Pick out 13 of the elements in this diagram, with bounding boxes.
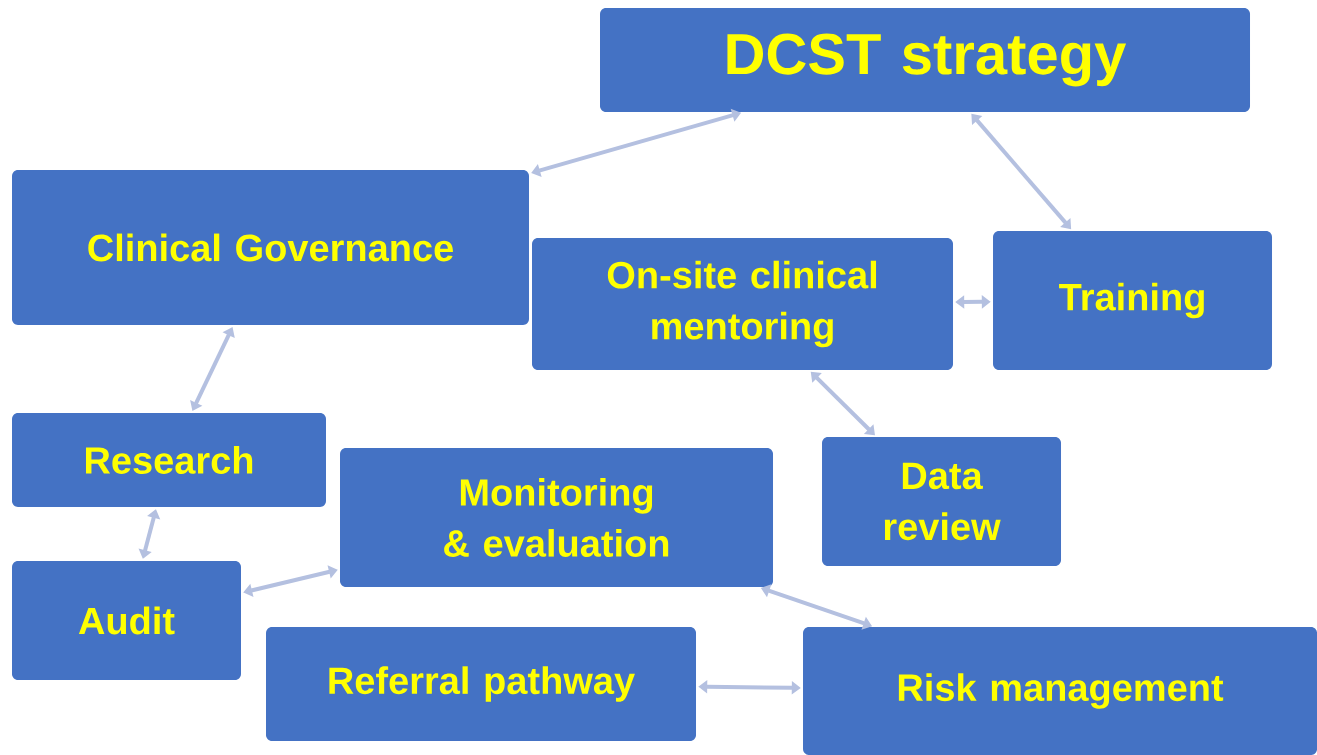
process-box: DCST strategy	[600, 8, 1250, 112]
process-box: Research	[12, 413, 326, 507]
process-box: Risk management	[803, 627, 1317, 755]
process-box: Training	[993, 231, 1272, 370]
double-arrow	[810, 371, 875, 436]
process-box: Data review	[822, 437, 1061, 566]
double-arrow	[243, 565, 338, 598]
process-box: Monitoring & evaluation	[340, 448, 773, 587]
double-arrow	[190, 327, 235, 411]
process-box: Audit	[12, 561, 241, 680]
process-box: Referral pathway	[266, 627, 696, 741]
process-box: On-site clinical mentoring	[532, 238, 953, 370]
process-box: Clinical Governance	[12, 170, 529, 325]
